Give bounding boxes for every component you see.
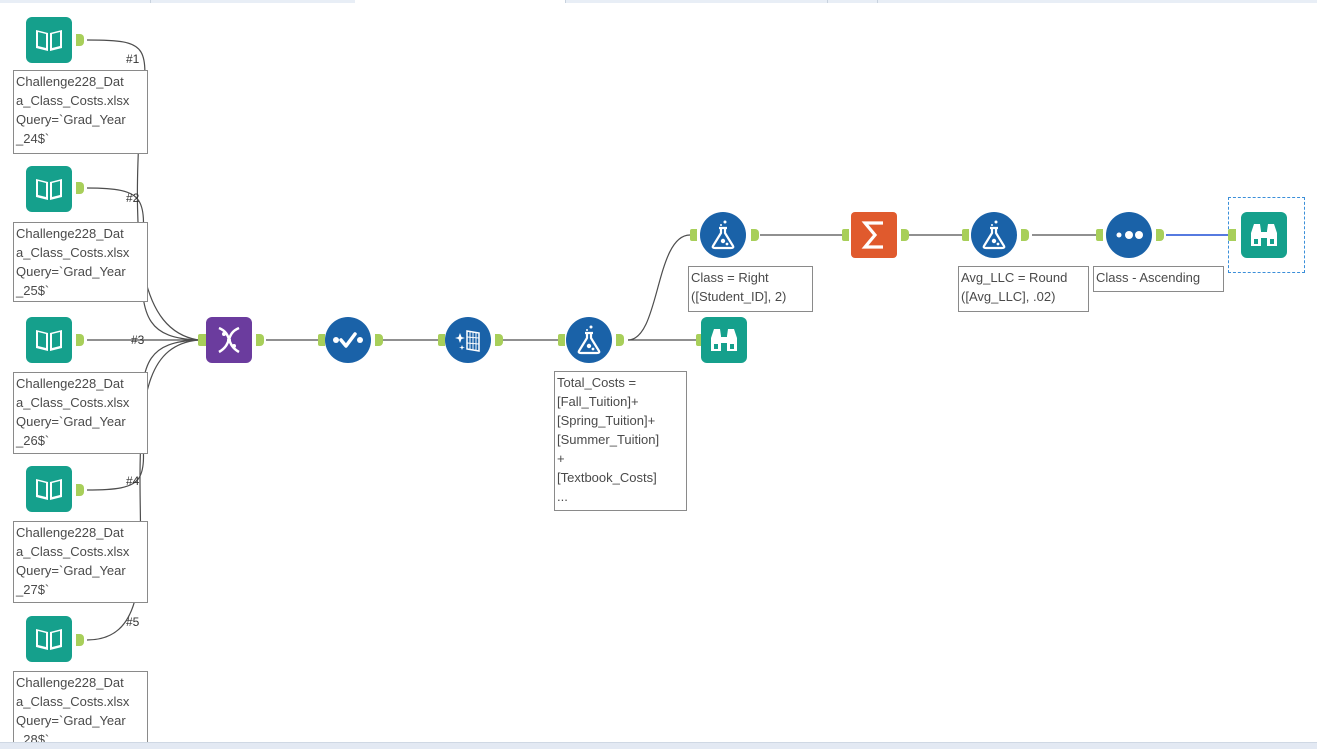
input-anchor[interactable] [1228, 229, 1236, 241]
flask-formula-icon [700, 212, 746, 258]
dna-union-icon [206, 317, 252, 363]
browse-tool[interactable] [701, 317, 747, 363]
sort-tool[interactable] [1106, 212, 1152, 258]
input-tool-4[interactable] [26, 466, 72, 512]
input-anchor[interactable] [842, 229, 849, 241]
checkmark-select-icon [325, 317, 371, 363]
output-anchor[interactable] [76, 182, 84, 194]
formula-tool-class[interactable] [700, 212, 746, 258]
tab-segment[interactable] [775, 0, 828, 3]
three-dots-sort-icon [1106, 212, 1152, 258]
input-anchor[interactable] [558, 334, 565, 346]
top-tab-strip [0, 0, 1317, 3]
tool-annotation: Challenge228_Dat a_Class_Costs.xlsx Quer… [13, 222, 148, 302]
wire-label: #5 [126, 615, 140, 629]
output-anchor[interactable] [256, 334, 264, 346]
output-anchor[interactable] [751, 229, 759, 241]
wire-label: #2 [126, 191, 140, 205]
wire-label: #1 [126, 52, 140, 66]
data-cleansing-tool[interactable] [445, 317, 491, 363]
tool-annotation: Class = Right ([Student_ID], 2) [688, 266, 813, 312]
tool-annotation: Class - Ascending [1093, 266, 1224, 292]
input-anchor[interactable] [318, 334, 325, 346]
output-anchor[interactable] [495, 334, 503, 346]
input-anchor[interactable] [696, 334, 703, 346]
output-anchor[interactable] [1021, 229, 1029, 241]
wire-label: #4 [126, 474, 140, 488]
output-anchor[interactable] [76, 484, 84, 496]
tool-annotation: Total_Costs = [Fall_Tuition]+ [Spring_Tu… [554, 371, 687, 511]
book-input-icon [26, 17, 72, 63]
input-tool-1[interactable] [26, 17, 72, 63]
input-anchor[interactable] [438, 334, 445, 346]
formula-tool-avg-llc[interactable] [971, 212, 1017, 258]
tab-segment[interactable] [0, 0, 151, 3]
select-tool[interactable] [325, 317, 371, 363]
browse-tool-selected[interactable] [1241, 212, 1287, 258]
output-anchor[interactable] [76, 334, 84, 346]
sigma-summarize-icon [851, 212, 897, 258]
book-input-icon [26, 317, 72, 363]
output-anchor[interactable] [375, 334, 383, 346]
input-tool-5[interactable] [26, 616, 72, 662]
output-anchor[interactable] [1156, 229, 1164, 241]
output-anchor[interactable] [901, 229, 909, 241]
bottom-scrollbar[interactable] [0, 742, 1317, 749]
tool-annotation: Challenge228_Dat a_Class_Costs.xlsx Quer… [13, 671, 148, 749]
union-tool[interactable] [206, 317, 252, 363]
output-anchor[interactable] [76, 634, 84, 646]
summarize-tool[interactable] [851, 212, 897, 258]
formula-tool-total-costs[interactable] [566, 317, 612, 363]
book-input-icon [26, 166, 72, 212]
tool-annotation: Avg_LLC = Round ([Avg_LLC], .02) [958, 266, 1089, 312]
input-anchor[interactable] [1096, 229, 1103, 241]
connection-wire[interactable] [627, 234, 691, 341]
tab-segment[interactable] [355, 0, 566, 3]
binoculars-browse-icon [701, 317, 747, 363]
input-anchor[interactable] [962, 229, 969, 241]
flask-formula-icon [566, 317, 612, 363]
connection-wire[interactable] [86, 339, 199, 641]
wire-label: #3 [131, 333, 145, 347]
book-input-icon [26, 616, 72, 662]
flask-formula-icon [971, 212, 1017, 258]
book-input-icon [26, 466, 72, 512]
tool-annotation: Challenge228_Dat a_Class_Costs.xlsx Quer… [13, 70, 148, 154]
input-tool-2[interactable] [26, 166, 72, 212]
input-anchor[interactable] [690, 229, 697, 241]
output-anchor[interactable] [76, 34, 84, 46]
sparkle-grid-cleanse-icon [445, 317, 491, 363]
binoculars-browse-icon [1241, 212, 1287, 258]
tab-segment[interactable] [827, 0, 878, 3]
input-anchor[interactable] [198, 334, 206, 346]
tool-annotation: Challenge228_Dat a_Class_Costs.xlsx Quer… [13, 521, 148, 603]
input-tool-3[interactable] [26, 317, 72, 363]
output-anchor[interactable] [616, 334, 624, 346]
tool-annotation: Challenge228_Dat a_Class_Costs.xlsx Quer… [13, 372, 148, 454]
